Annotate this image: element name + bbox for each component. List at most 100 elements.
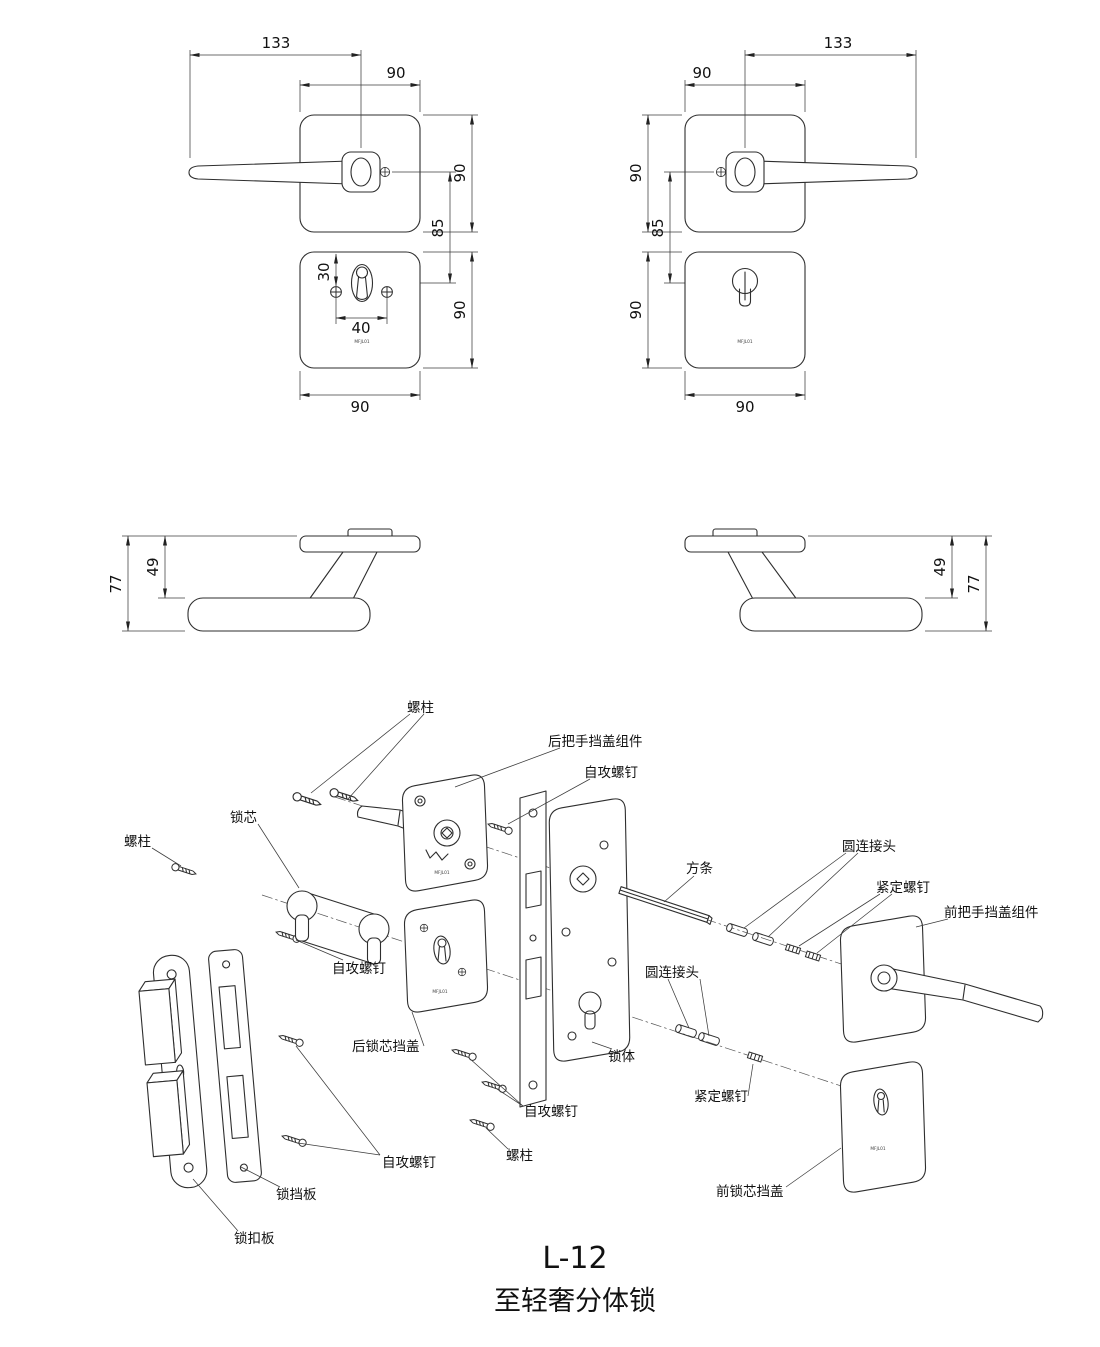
dim-text: 90 xyxy=(735,398,754,416)
dim-text: 85 xyxy=(429,218,447,237)
brand-mark: MFJL01 xyxy=(434,870,450,876)
label-round-connector-mid: 圆连接头 xyxy=(645,964,699,981)
label-lock-body: 锁体 xyxy=(608,1049,636,1065)
dim-upper-height-left: 49 xyxy=(122,535,297,599)
dim-screw-offset: 30 xyxy=(315,253,338,287)
label-strike-plate: 锁挡板 xyxy=(276,1187,317,1203)
label-set-screw-bottom: 紧定螺钉 xyxy=(694,1089,748,1105)
front-lever xyxy=(885,967,1044,1023)
handle-grip xyxy=(739,597,923,632)
handle-neck xyxy=(727,551,799,602)
dim-handle-length-left: 133 xyxy=(189,34,362,158)
label-front-handle-cover: 前把手挡盖组件 xyxy=(944,904,1039,921)
euro-cylinder-face xyxy=(731,267,759,307)
handle-grip xyxy=(187,597,371,632)
round-connector xyxy=(725,922,749,938)
part-lock-body xyxy=(519,790,631,1108)
dim-plate-height-left: 90 xyxy=(423,114,478,233)
handle-fixing-screw-icon xyxy=(715,166,727,178)
escutcheon-plate xyxy=(684,251,806,369)
front-view-left: 133 90 90 85 MFJL01 xyxy=(188,34,478,416)
dim-text: 90 xyxy=(627,163,645,182)
title-block: L-12 至轻奢分体锁 xyxy=(494,1241,656,1317)
rose-side xyxy=(299,535,421,553)
dim-text: 90 xyxy=(692,64,711,82)
dim-text: 133 xyxy=(262,34,291,52)
handle-neck xyxy=(307,551,378,602)
part-front-handle-cover xyxy=(839,915,1044,1043)
dim-text: 49 xyxy=(144,557,162,576)
label-tapping-screw-bottom: 自攻螺钉 xyxy=(382,1155,436,1171)
tapping-screw xyxy=(480,1078,508,1094)
dim-text: 77 xyxy=(107,574,125,593)
part-lock-cylinder xyxy=(286,890,390,965)
dim-upper-height-right: 49 xyxy=(808,535,992,599)
dim-text: 77 xyxy=(965,574,983,593)
handle-fixing-screw-icon xyxy=(379,166,391,178)
lock-faceplate xyxy=(519,790,547,1108)
brand-mark: MFJL01 xyxy=(737,339,753,345)
part-strike-plate xyxy=(208,949,262,1183)
dim-escutcheon-height-left: 90 xyxy=(423,251,478,369)
dim-text: 49 xyxy=(931,557,949,576)
stud-screw xyxy=(291,791,323,809)
front-view-right: 133 90 90 85 MFJL01 90 xyxy=(627,34,918,416)
dim-handle-length-right: 133 xyxy=(744,34,917,158)
tapping-screw xyxy=(280,1132,308,1148)
label-round-connector-top: 圆连接头 xyxy=(842,838,896,855)
round-connector xyxy=(674,1023,698,1039)
lock-case xyxy=(548,798,631,1062)
dim-text: 90 xyxy=(386,64,405,82)
stud-screw xyxy=(170,862,198,878)
dim-text: 133 xyxy=(824,34,853,52)
brand-mark: MFJL01 xyxy=(870,1146,886,1152)
drawing-title: 至轻奢分体锁 xyxy=(494,1286,656,1317)
dim-plate-height-right: 90 xyxy=(627,114,682,233)
brand-mark: MFJL01 xyxy=(354,339,370,345)
side-view-left: 49 77 xyxy=(107,528,421,632)
keyhole xyxy=(350,263,374,303)
escutcheon-screw-icon xyxy=(381,286,393,298)
handle-lever xyxy=(755,160,918,185)
set-screw xyxy=(746,1051,764,1063)
rose-side xyxy=(684,535,806,553)
label-set-screw-top: 紧定螺钉 xyxy=(876,880,930,896)
dim-escutcheon-width-left: 90 xyxy=(299,371,421,416)
dim-text: 90 xyxy=(451,300,469,319)
label-tapping-screw-mid: 自攻螺钉 xyxy=(524,1104,578,1120)
dim-text: 40 xyxy=(351,319,370,337)
part-rear-cylinder-cover: MFJL01 xyxy=(403,899,489,1013)
part-strike-box xyxy=(138,954,208,1189)
set-screw xyxy=(784,943,802,955)
escutcheon-plate xyxy=(299,251,421,369)
label-tapping-screw-left: 自攻螺钉 xyxy=(332,961,386,977)
label-front-cylinder-cover: 前锁芯挡盖 xyxy=(716,1183,784,1200)
tapping-screw xyxy=(450,1046,478,1062)
brand-mark: MFJL01 xyxy=(432,989,448,995)
label-cylinder: 锁芯 xyxy=(230,810,257,826)
label-rear-handle-cover: 后把手挡盖组件 xyxy=(548,734,643,750)
exploded-view: MFJL01 MFJL01 xyxy=(124,700,1044,1247)
side-view-right: 49 77 xyxy=(684,528,992,632)
dim-escutcheon-height-right: 90 xyxy=(627,251,682,369)
drawing-model: L-12 xyxy=(542,1241,607,1276)
label-stud-left: 螺柱 xyxy=(124,834,151,850)
escutcheon-screw-icon xyxy=(330,286,342,298)
dim-centers-right: 85 xyxy=(649,171,732,284)
dim-text: 90 xyxy=(627,300,645,319)
part-front-cylinder-cover: MFJL01 xyxy=(839,1061,927,1193)
label-stud-bottom: 螺柱 xyxy=(506,1148,533,1164)
dim-plate-width-left: 90 xyxy=(299,64,421,112)
dim-text: 90 xyxy=(451,163,469,182)
tapping-screw xyxy=(277,1032,305,1048)
dim-text: 30 xyxy=(315,262,333,281)
label-tapping-screw-top: 自攻螺钉 xyxy=(584,765,638,781)
dim-escutcheon-width-right: 90 xyxy=(684,371,806,416)
dim-plate-width-right: 90 xyxy=(684,64,806,112)
stud-screw xyxy=(468,1116,496,1132)
dim-text: 90 xyxy=(350,398,369,416)
label-rear-cylinder-cover: 后锁芯挡盖 xyxy=(352,1039,420,1055)
leader-lines xyxy=(151,713,949,1232)
